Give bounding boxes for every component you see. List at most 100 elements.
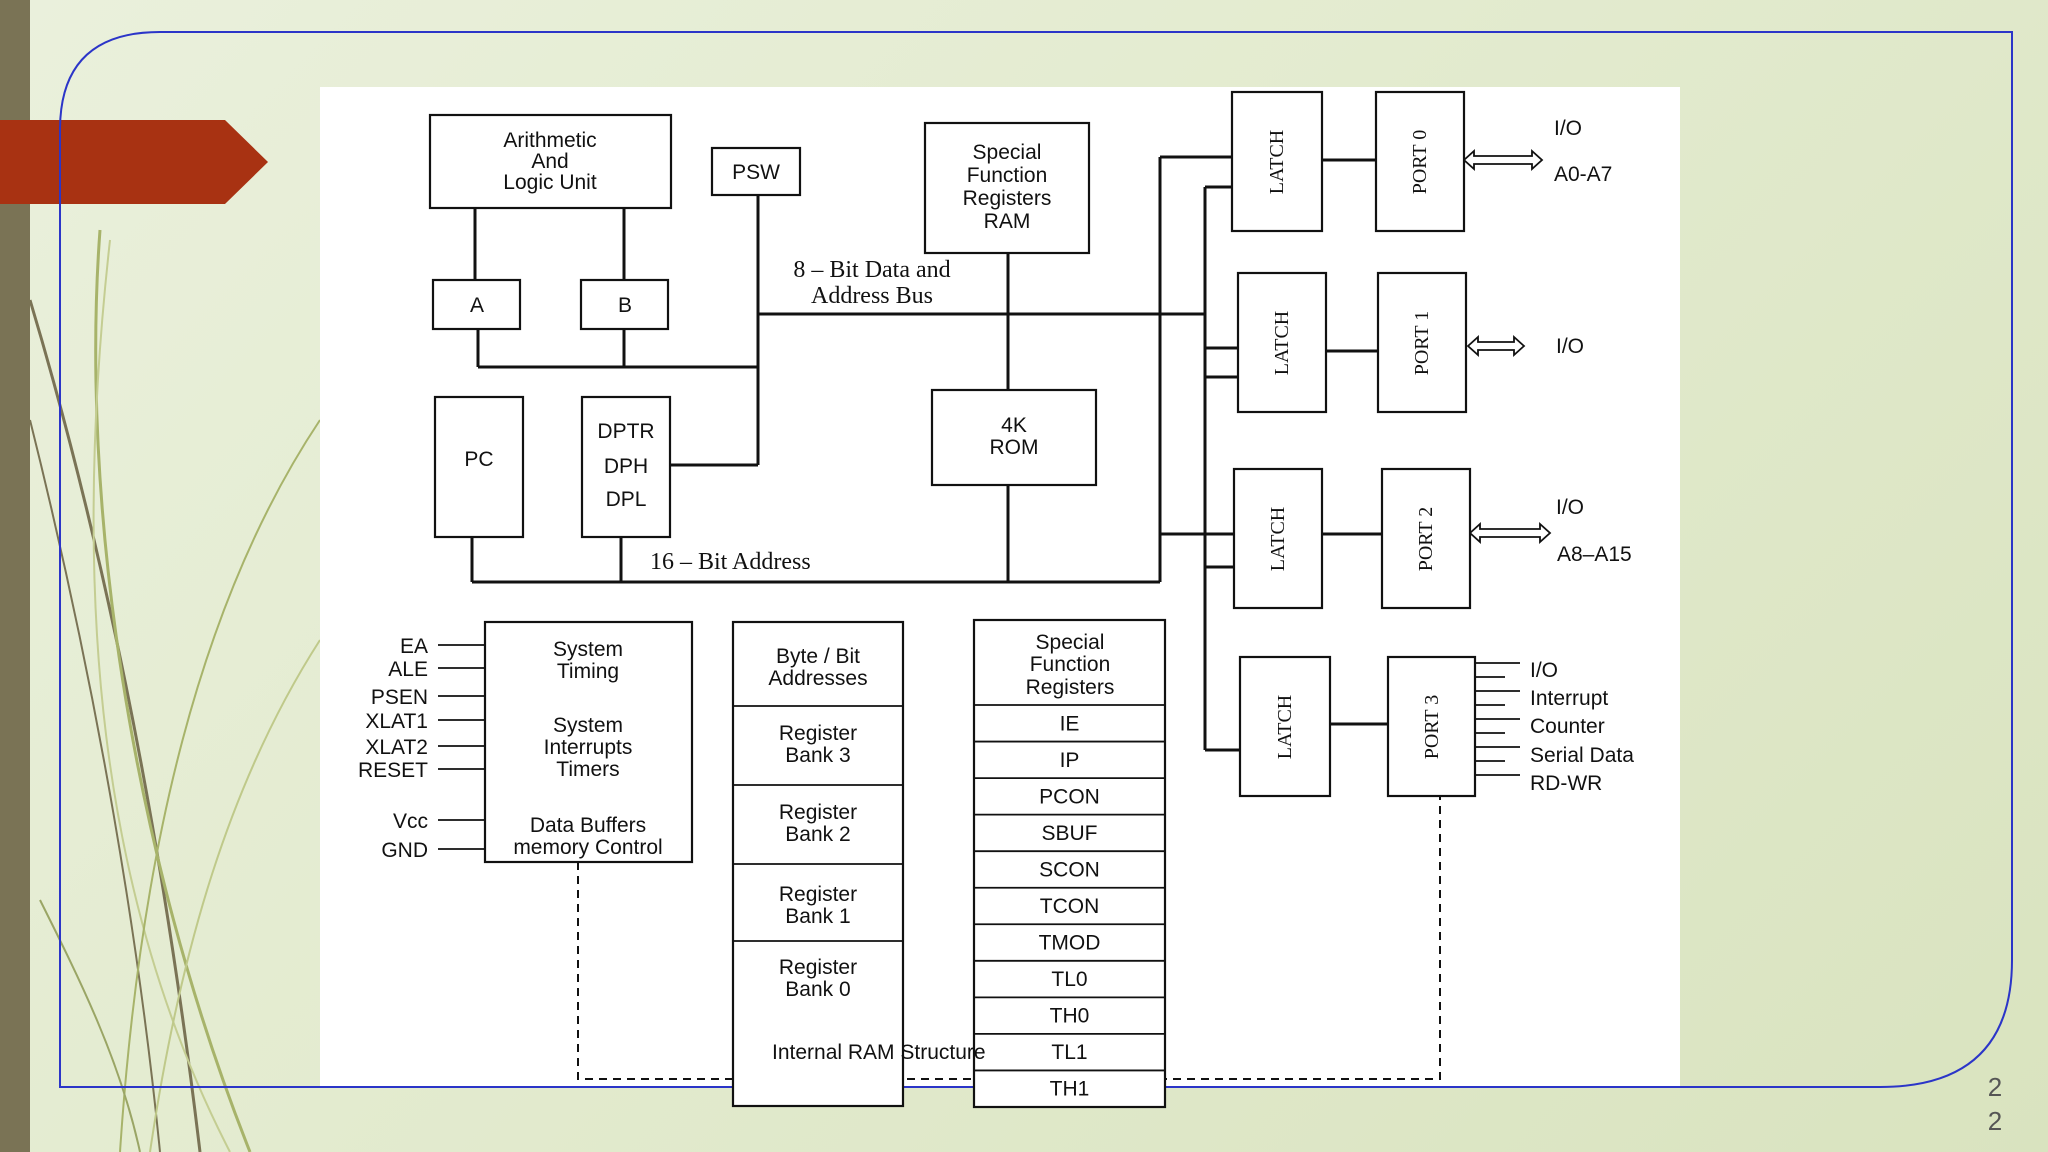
address-bus-label: 16 – Bit Address bbox=[650, 549, 811, 575]
svg-text:System: System bbox=[553, 714, 623, 737]
sfr-register-label: TH0 bbox=[1050, 1005, 1090, 1028]
svg-text:memory Control: memory Control bbox=[513, 836, 662, 859]
system-timing-block: System Timing System Interrupts Timers D… bbox=[483, 620, 694, 864]
svg-text:PSEN: PSEN bbox=[371, 686, 428, 709]
svg-text:And: And bbox=[531, 150, 568, 173]
svg-text:Register: Register bbox=[779, 801, 857, 824]
sfr-register-label: IP bbox=[1060, 749, 1080, 772]
alu-block: Arithmetic And Logic Unit bbox=[428, 113, 673, 210]
register-a: A bbox=[431, 278, 522, 331]
sfr-register-label: TL0 bbox=[1051, 968, 1087, 991]
svg-text:ROM: ROM bbox=[990, 436, 1039, 459]
port3-io-label: I/O bbox=[1530, 659, 1558, 682]
svg-text:RAM: RAM bbox=[984, 210, 1031, 233]
latch-port3: LATCH bbox=[1238, 655, 1332, 798]
data-bus-label: 8 – Bit Data and Address Bus bbox=[793, 257, 950, 309]
psw-register: PSW bbox=[710, 146, 802, 197]
svg-text:XLAT1: XLAT1 bbox=[365, 710, 428, 733]
svg-text:Bank 0: Bank 0 bbox=[785, 978, 850, 1001]
svg-text:B: B bbox=[618, 294, 632, 317]
svg-text:Bank 3: Bank 3 bbox=[785, 744, 850, 767]
svg-text:PSW: PSW bbox=[732, 161, 780, 184]
svg-text:Addresses: Addresses bbox=[768, 667, 867, 690]
internal-ram-label: Internal RAM Structure bbox=[772, 1041, 986, 1064]
port0-address-label: A0-A7 bbox=[1554, 163, 1612, 186]
svg-text:PORT 1: PORT 1 bbox=[1411, 311, 1433, 376]
sfr-register-label: PCON bbox=[1039, 785, 1100, 808]
svg-text:DPTR: DPTR bbox=[597, 420, 654, 443]
port0-io-label: I/O bbox=[1554, 117, 1582, 140]
sfr-register-label: TCON bbox=[1040, 895, 1100, 918]
sfr-register-label: IE bbox=[1060, 712, 1080, 735]
port1-io-label: I/O bbox=[1556, 335, 1584, 358]
port3-interrupt-label: Interrupt bbox=[1530, 687, 1608, 710]
svg-text:Timers: Timers bbox=[556, 758, 619, 781]
svg-text:PORT 2: PORT 2 bbox=[1415, 507, 1437, 572]
svg-text:Bank 1: Bank 1 bbox=[785, 905, 850, 928]
svg-text:System: System bbox=[553, 638, 623, 661]
svg-text:Register: Register bbox=[779, 956, 857, 979]
port3-serial-label: Serial Data bbox=[1530, 744, 1634, 767]
register-b: B bbox=[579, 278, 670, 331]
latch-port1: LATCH bbox=[1236, 271, 1328, 414]
latch-port2: LATCH bbox=[1232, 467, 1324, 610]
svg-text:RESET: RESET bbox=[358, 759, 428, 782]
bus-wires bbox=[470, 155, 1388, 752]
control-pins: EA ALE PSEN XLAT1 XLAT2 RESET Vcc GND bbox=[358, 635, 428, 862]
svg-text:LATCH: LATCH bbox=[1271, 311, 1293, 375]
svg-text:PC: PC bbox=[464, 448, 493, 471]
svg-text:4K: 4K bbox=[1001, 414, 1027, 437]
svg-text:PORT 0: PORT 0 bbox=[1409, 130, 1431, 195]
port-1: PORT 1 bbox=[1376, 271, 1468, 414]
rom-block: 4K ROM bbox=[930, 388, 1098, 487]
svg-text:LATCH: LATCH bbox=[1274, 695, 1296, 759]
control-pin-lines bbox=[438, 644, 485, 850]
sfr-ram-block: Special Function Registers RAM bbox=[923, 121, 1091, 255]
svg-text:DPL: DPL bbox=[606, 488, 647, 511]
port3-counter-label: Counter bbox=[1530, 715, 1605, 738]
ram-structure-block: Byte / Bit Addresses Register Bank 3 Reg… bbox=[731, 620, 905, 1108]
latch-port0: LATCH bbox=[1230, 90, 1324, 233]
title-accent-tab bbox=[0, 120, 268, 204]
port3-rdwr-label: RD-WR bbox=[1530, 772, 1602, 795]
svg-text:Registers: Registers bbox=[1026, 676, 1115, 699]
svg-text:Arithmetic: Arithmetic bbox=[503, 129, 596, 152]
port3-signal-lines bbox=[1475, 662, 1520, 776]
sfr-register-label: TL1 bbox=[1051, 1041, 1087, 1064]
program-counter: PC bbox=[433, 395, 525, 539]
svg-text:Function: Function bbox=[967, 164, 1048, 187]
svg-text:Logic Unit: Logic Unit bbox=[503, 171, 597, 194]
svg-text:EA: EA bbox=[400, 635, 428, 658]
svg-text:LATCH: LATCH bbox=[1266, 130, 1288, 194]
sfr-register-label: SBUF bbox=[1041, 822, 1097, 845]
svg-text:XLAT2: XLAT2 bbox=[365, 736, 428, 759]
port-0: PORT 0 bbox=[1374, 90, 1466, 233]
svg-text:Data Buffers: Data Buffers bbox=[530, 814, 646, 837]
svg-text:Register: Register bbox=[779, 722, 857, 745]
svg-text:A: A bbox=[470, 294, 484, 317]
port-arrows bbox=[1462, 148, 1552, 545]
port2-io-label: I/O bbox=[1556, 496, 1584, 519]
svg-text:Special: Special bbox=[1036, 631, 1105, 654]
svg-text:PORT 3: PORT 3 bbox=[1421, 695, 1443, 760]
svg-text:Special: Special bbox=[973, 141, 1042, 164]
decorative-swooshes bbox=[28, 229, 321, 1152]
sfr-register-label: TMOD bbox=[1039, 932, 1101, 955]
port-2: PORT 2 bbox=[1380, 467, 1472, 610]
svg-text:Interrupts: Interrupts bbox=[544, 736, 633, 759]
dptr-register: DPTR DPH DPL bbox=[580, 395, 672, 539]
slide-number: 2 2 bbox=[1987, 1072, 2003, 1136]
svg-text:ALE: ALE bbox=[388, 658, 428, 681]
port2-address-label: A8–A15 bbox=[1557, 543, 1632, 566]
svg-text:GND: GND bbox=[381, 839, 428, 862]
svg-text:DPH: DPH bbox=[604, 455, 648, 478]
svg-text:Byte / Bit: Byte / Bit bbox=[776, 645, 860, 668]
svg-text:Registers: Registers bbox=[963, 187, 1052, 210]
sfr-table: Special Function Registers IEIPPCONSBUFS… bbox=[972, 618, 1167, 1109]
svg-text:Function: Function bbox=[1030, 653, 1111, 676]
svg-text:Bank 2: Bank 2 bbox=[785, 823, 850, 846]
svg-text:Register: Register bbox=[779, 883, 857, 906]
svg-text:8 – Bit Data and: 8 – Bit Data and bbox=[793, 257, 950, 283]
microcontroller-block-diagram: Arithmetic And Logic Unit PSW Special Fu… bbox=[320, 87, 1680, 1109]
